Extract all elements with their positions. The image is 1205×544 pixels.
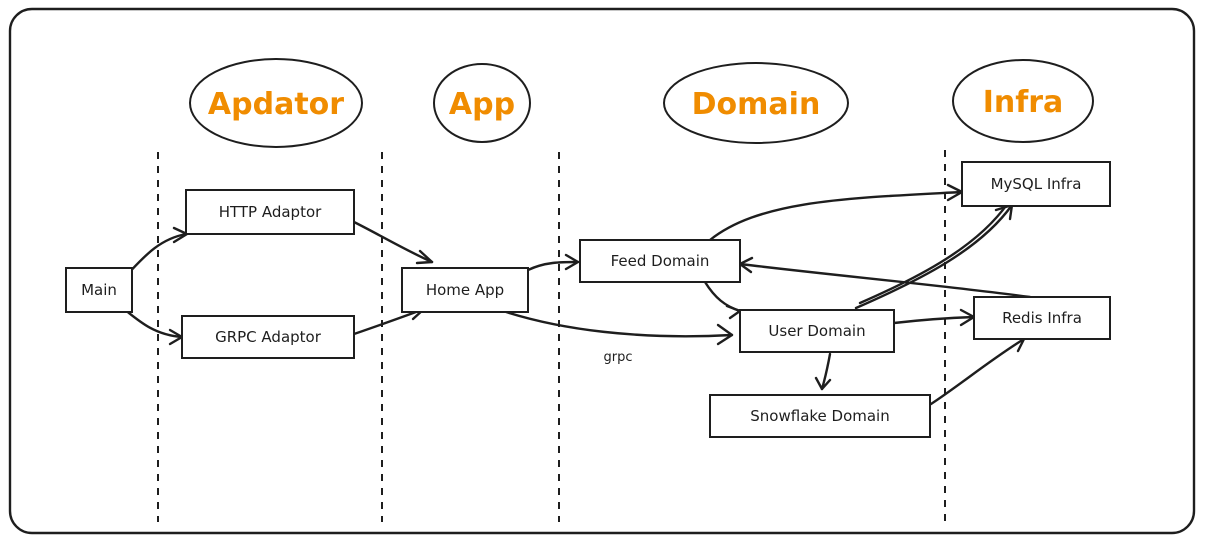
- layer-header-app: App: [433, 63, 531, 143]
- edge-feed-user: [703, 280, 742, 320]
- node-user-domain[interactable]: User Domain: [739, 309, 895, 353]
- node-label: HTTP Adaptor: [219, 203, 322, 221]
- node-label: GRPC Adaptor: [215, 328, 322, 346]
- node-redis-infra[interactable]: Redis Infra: [973, 296, 1111, 340]
- node-label: Redis Infra: [1002, 309, 1082, 327]
- edge-label-grpc: grpc: [604, 350, 633, 365]
- layer-header-infra: Infra: [952, 59, 1094, 143]
- layer-ellipse: [952, 59, 1094, 143]
- node-label: MySQL Infra: [991, 175, 1082, 193]
- edge-feed-mysql: [708, 183, 964, 242]
- layer-label: Domain: [692, 87, 821, 122]
- edge-user-snowflake: [814, 352, 832, 391]
- edge-user-redis: [892, 308, 976, 327]
- node-snowflake-domain[interactable]: Snowflake Domain: [709, 394, 931, 438]
- node-label: Home App: [426, 281, 504, 299]
- node-grpc-adaptor[interactable]: GRPC Adaptor: [181, 315, 355, 359]
- edge-main-grpc: [122, 307, 184, 346]
- node-main[interactable]: Main: [65, 267, 133, 313]
- node-label: Feed Domain: [611, 252, 710, 270]
- edge-http-home: [352, 220, 434, 265]
- layer-ellipse: [433, 63, 531, 143]
- layer-label: App: [449, 87, 515, 122]
- layer-ellipse: [189, 58, 363, 148]
- edge-home-user: [498, 308, 734, 346]
- node-http-adaptor[interactable]: HTTP Adaptor: [185, 189, 355, 235]
- node-label: Snowflake Domain: [750, 407, 889, 425]
- diagram-frame: [8, 7, 1196, 535]
- node-mysql-infra[interactable]: MySQL Infra: [961, 161, 1111, 207]
- layer-header-domain: Domain: [663, 62, 849, 144]
- node-label: User Domain: [768, 322, 865, 340]
- layer-label: Apdator: [208, 87, 344, 122]
- node-feed-domain[interactable]: Feed Domain: [579, 239, 741, 283]
- edge-home-feed: [526, 253, 580, 272]
- layer-label: Infra: [983, 85, 1064, 120]
- node-label: Main: [81, 281, 117, 299]
- layer-header-adaptor: Apdator: [189, 58, 363, 148]
- node-home-app[interactable]: Home App: [401, 267, 529, 313]
- layer-ellipse: [663, 62, 849, 144]
